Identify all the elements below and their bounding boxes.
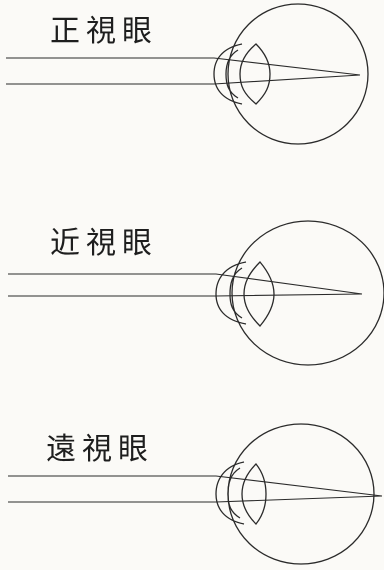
light-ray-upper: [8, 475, 383, 497]
iris-arc: [227, 467, 241, 519]
eyeball: [231, 220, 384, 366]
panel-myopia: 近視眼: [0, 190, 384, 380]
eyeball: [227, 3, 369, 145]
lens: [239, 43, 271, 105]
eye-diagram: [8, 423, 383, 565]
eye-diagram: [6, 3, 369, 145]
iris-arc: [225, 49, 239, 99]
panel-label: 遠視眼: [46, 432, 154, 467]
cornea: [213, 43, 243, 105]
light-ray-lower: [6, 74, 361, 85]
eyeball: [227, 423, 375, 565]
cornea: [215, 461, 245, 525]
panel-label: 正視眼: [50, 14, 158, 49]
panel-emmetropia: 正視眼: [0, 0, 384, 190]
light-ray-upper: [6, 57, 361, 76]
eye-diagram: [8, 220, 384, 366]
panel-label: 近視眼: [50, 226, 158, 261]
lens: [243, 261, 275, 327]
panel-hyperopia: 遠視眼: [0, 380, 384, 570]
cornea: [215, 261, 247, 325]
light-ray-upper: [8, 273, 363, 295]
light-ray-lower: [8, 293, 363, 297]
lens: [241, 463, 267, 525]
light-ray-lower: [8, 495, 383, 503]
iris-arc: [229, 267, 243, 319]
